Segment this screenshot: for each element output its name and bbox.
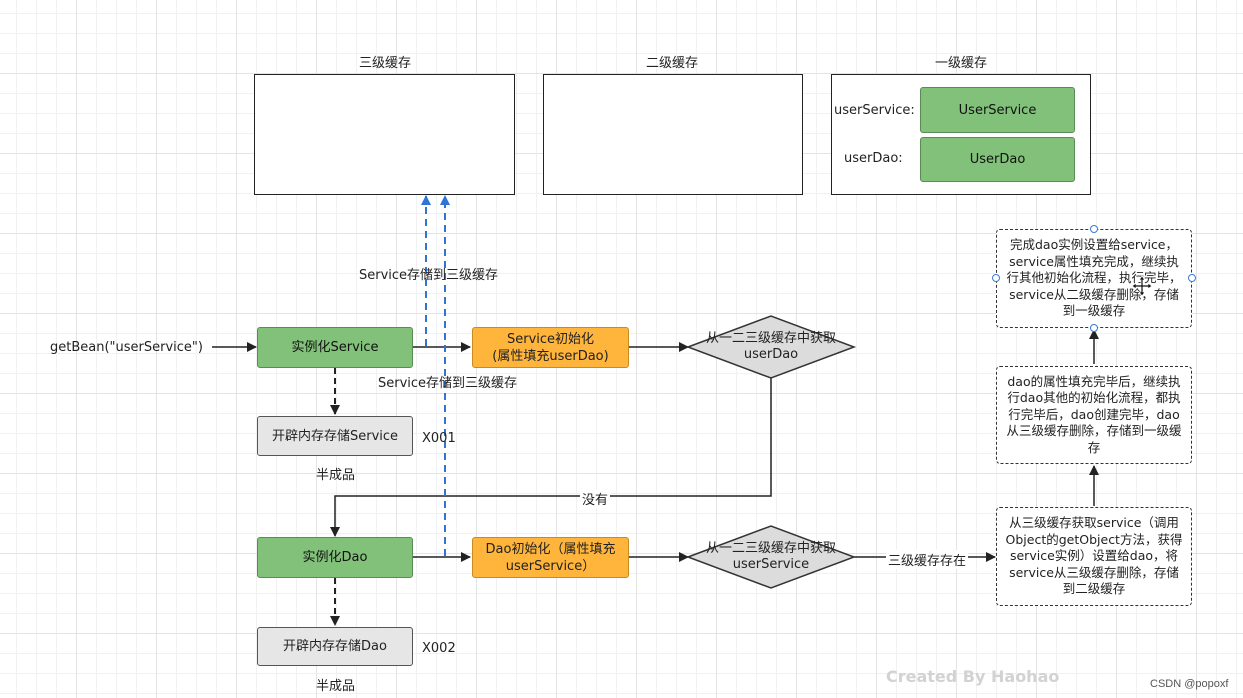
getbean-label: getBean("userService") bbox=[50, 340, 203, 355]
level2-cache-box[interactable] bbox=[543, 74, 803, 195]
note-service-complete[interactable]: 完成dao实例设置给service，service属性填充完成，继续执行其他初始… bbox=[996, 229, 1192, 328]
cache-key-userservice: userService: bbox=[834, 103, 915, 118]
diamond-get-userdao bbox=[685, 315, 857, 379]
service-alloc-node[interactable]: 开辟内存存储Service bbox=[257, 416, 413, 456]
cache-value-userdao[interactable]: UserDao bbox=[920, 137, 1075, 182]
selection-handle-bottom[interactable] bbox=[1090, 324, 1098, 332]
cache-key-userdao: userDao: bbox=[844, 151, 903, 166]
diamond-userservice-label: 从一二三级缓存中获取 userService bbox=[705, 541, 836, 572]
dao-init-node[interactable]: Dao初始化（属性填充 userService） bbox=[472, 537, 629, 578]
dao-address-label: X002 bbox=[422, 641, 456, 656]
selection-handle-top[interactable] bbox=[1090, 225, 1098, 233]
instantiate-service-node[interactable]: 实例化Service bbox=[257, 327, 413, 368]
level1-cache-box[interactable]: userService: UserService userDao: UserDa… bbox=[831, 74, 1091, 195]
level3-cache-title: 三级缓存 bbox=[359, 56, 412, 71]
cache-value-userservice[interactable]: UserService bbox=[920, 87, 1075, 133]
service-init-node[interactable]: Service初始化 (属性填充userDao) bbox=[472, 327, 629, 368]
note-dao-complete[interactable]: dao的属性填充完毕后，继续执行dao其他的初始化流程，都执行完毕后，dao创建… bbox=[996, 366, 1192, 464]
service-half-label: 半成品 bbox=[316, 468, 356, 483]
move-cursor-icon bbox=[1131, 275, 1153, 297]
selection-handle-right[interactable] bbox=[1188, 274, 1196, 282]
not-found-label: 没有 bbox=[580, 489, 611, 508]
service-store-label-bottom: Service存储到三级缓存 bbox=[378, 376, 518, 391]
csdn-credit: CSDN @popoxf bbox=[1150, 678, 1229, 690]
instantiate-dao-node[interactable]: 实例化Dao bbox=[257, 537, 413, 578]
selection-handle-left[interactable] bbox=[992, 274, 1000, 282]
dao-alloc-node[interactable]: 开辟内存存储Dao bbox=[257, 627, 413, 666]
service-store-label-top: Service存储到三级缓存 bbox=[359, 268, 499, 283]
service-address-label: X001 bbox=[422, 431, 456, 446]
note-get-from-level3[interactable]: 从三级缓存获取service（调用Object的getObject方法，获得se… bbox=[996, 507, 1192, 606]
level3-cache-box[interactable] bbox=[254, 74, 515, 195]
level2-cache-title: 二级缓存 bbox=[646, 56, 699, 71]
arrow-not-found bbox=[330, 378, 772, 537]
watermark-text: Created By Haohao bbox=[886, 667, 1060, 686]
diamond-get-userservice bbox=[685, 525, 857, 589]
level1-cache-title: 一级缓存 bbox=[935, 56, 988, 71]
exists-label: 三级缓存存在 bbox=[886, 550, 969, 569]
diamond-userdao-label: 从一二三级缓存中获取 userDao bbox=[705, 331, 836, 362]
dao-half-label: 半成品 bbox=[316, 679, 356, 694]
